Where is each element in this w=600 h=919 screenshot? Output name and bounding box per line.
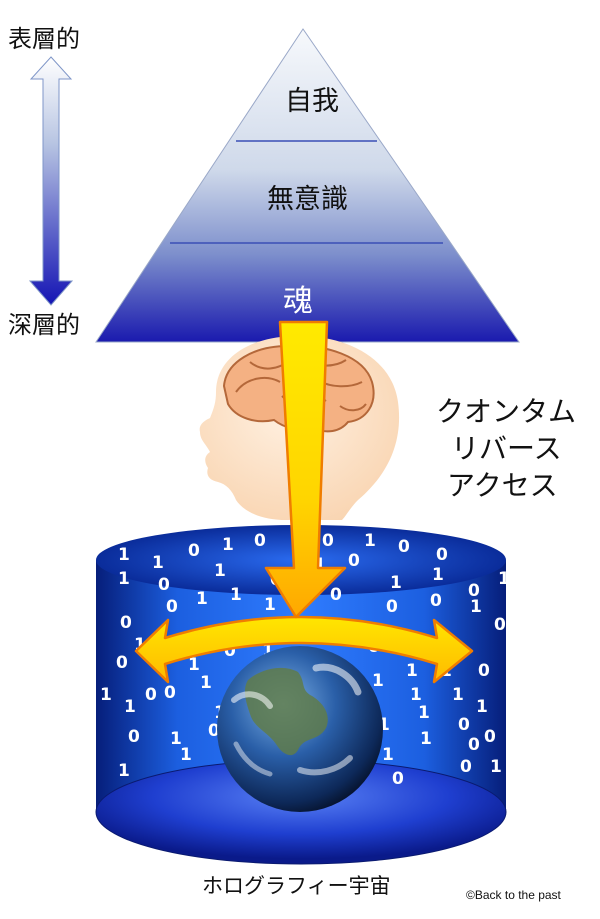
binary-digit: 1 — [118, 569, 130, 589]
universe-label: ホログラフィー宇宙 — [202, 874, 391, 898]
binary-digit: 0 — [458, 715, 470, 735]
binary-digit: 0 — [145, 685, 157, 705]
pyramid-layer-soul: 魂 — [283, 284, 313, 319]
binary-digit: 1 — [452, 685, 464, 705]
quantum-label-line-3: アクセス — [447, 469, 558, 502]
binary-digit: 1 — [314, 555, 326, 575]
binary-digit: 0 — [484, 727, 496, 747]
pyramid-layer-subconscious: 無意識 — [267, 184, 348, 215]
binary-digit: 0 — [164, 683, 176, 703]
binary-digit: 1 — [118, 545, 130, 565]
binary-digit: 0 — [460, 757, 472, 777]
quantum-label-line-2: リバース — [451, 432, 562, 465]
depth-surface-label: 表層的 — [8, 25, 80, 53]
binary-digit: 0 — [322, 531, 334, 551]
binary-digit: 0 — [254, 531, 266, 551]
binary-digit: 1 — [262, 641, 274, 661]
binary-digit: 0 — [468, 735, 480, 755]
binary-digit: 0 — [468, 581, 480, 601]
binary-digit: 0 — [436, 545, 448, 565]
binary-digit: 0 — [330, 585, 342, 605]
binary-digit: 0 — [128, 727, 140, 747]
binary-digit: 1 — [200, 673, 212, 693]
binary-digit: 0 — [398, 537, 410, 557]
binary-digit: 1 — [372, 671, 384, 691]
binary-digit: 0 — [158, 575, 170, 595]
binary-digit: 1 — [170, 729, 182, 749]
pyramid — [95, 28, 520, 343]
binary-digit: 0 — [188, 541, 200, 561]
binary-digit: 1 — [124, 697, 136, 717]
binary-digit: 1 — [470, 597, 482, 617]
binary-digit: 1 — [196, 589, 208, 609]
binary-digit: 1 — [420, 729, 432, 749]
binary-digit: 1 — [180, 745, 192, 765]
binary-digit: 1 — [100, 685, 112, 705]
quantum-label-line-1: クオンタム — [436, 395, 577, 428]
depth-deep-label: 深層的 — [8, 311, 80, 339]
binary-digit: 0 — [208, 721, 220, 741]
binary-digit: 0 — [478, 661, 490, 681]
binary-digit: 0 — [392, 769, 404, 789]
spread-arrow — [134, 615, 474, 684]
binary-digit: 1 — [432, 565, 444, 585]
earth-icon — [217, 646, 383, 812]
binary-digit: 1 — [134, 635, 146, 655]
binary-digit: 1 — [390, 573, 402, 593]
binary-digit: 1 — [152, 553, 164, 573]
binary-digit: 1 — [378, 715, 390, 735]
binary-digit: 1 — [410, 685, 422, 705]
binary-digit: 1 — [418, 703, 430, 723]
binary-digit: 1 — [222, 535, 234, 555]
binary-digit: 1 — [406, 661, 418, 681]
binary-digit: 1 — [214, 561, 226, 581]
binary-digit: 0 — [120, 613, 132, 633]
binary-digit: 0 — [430, 591, 442, 611]
depth-arrow — [28, 56, 74, 306]
pyramid-layer-ego: 自我 — [285, 86, 339, 117]
binary-digit: 1 — [230, 585, 242, 605]
binary-digit: 1 — [118, 761, 130, 781]
binary-digit: 0 — [116, 653, 128, 673]
binary-digit: 1 — [490, 757, 502, 777]
binary-digit: 1 — [382, 745, 394, 765]
binary-digit: 1 — [264, 595, 276, 615]
binary-digit: 1 — [364, 531, 376, 551]
copyright-notice: ©Back to the past — [466, 888, 561, 902]
binary-digit: 1 — [188, 655, 200, 675]
binary-digit: 1 — [476, 697, 488, 717]
binary-digit: 1 — [498, 569, 510, 589]
binary-digit: 0 — [166, 597, 178, 617]
soul-arrow — [264, 320, 347, 619]
binary-digit: 0 — [386, 597, 398, 617]
binary-digit: 0 — [348, 551, 360, 571]
binary-digit: 0 — [494, 615, 506, 635]
